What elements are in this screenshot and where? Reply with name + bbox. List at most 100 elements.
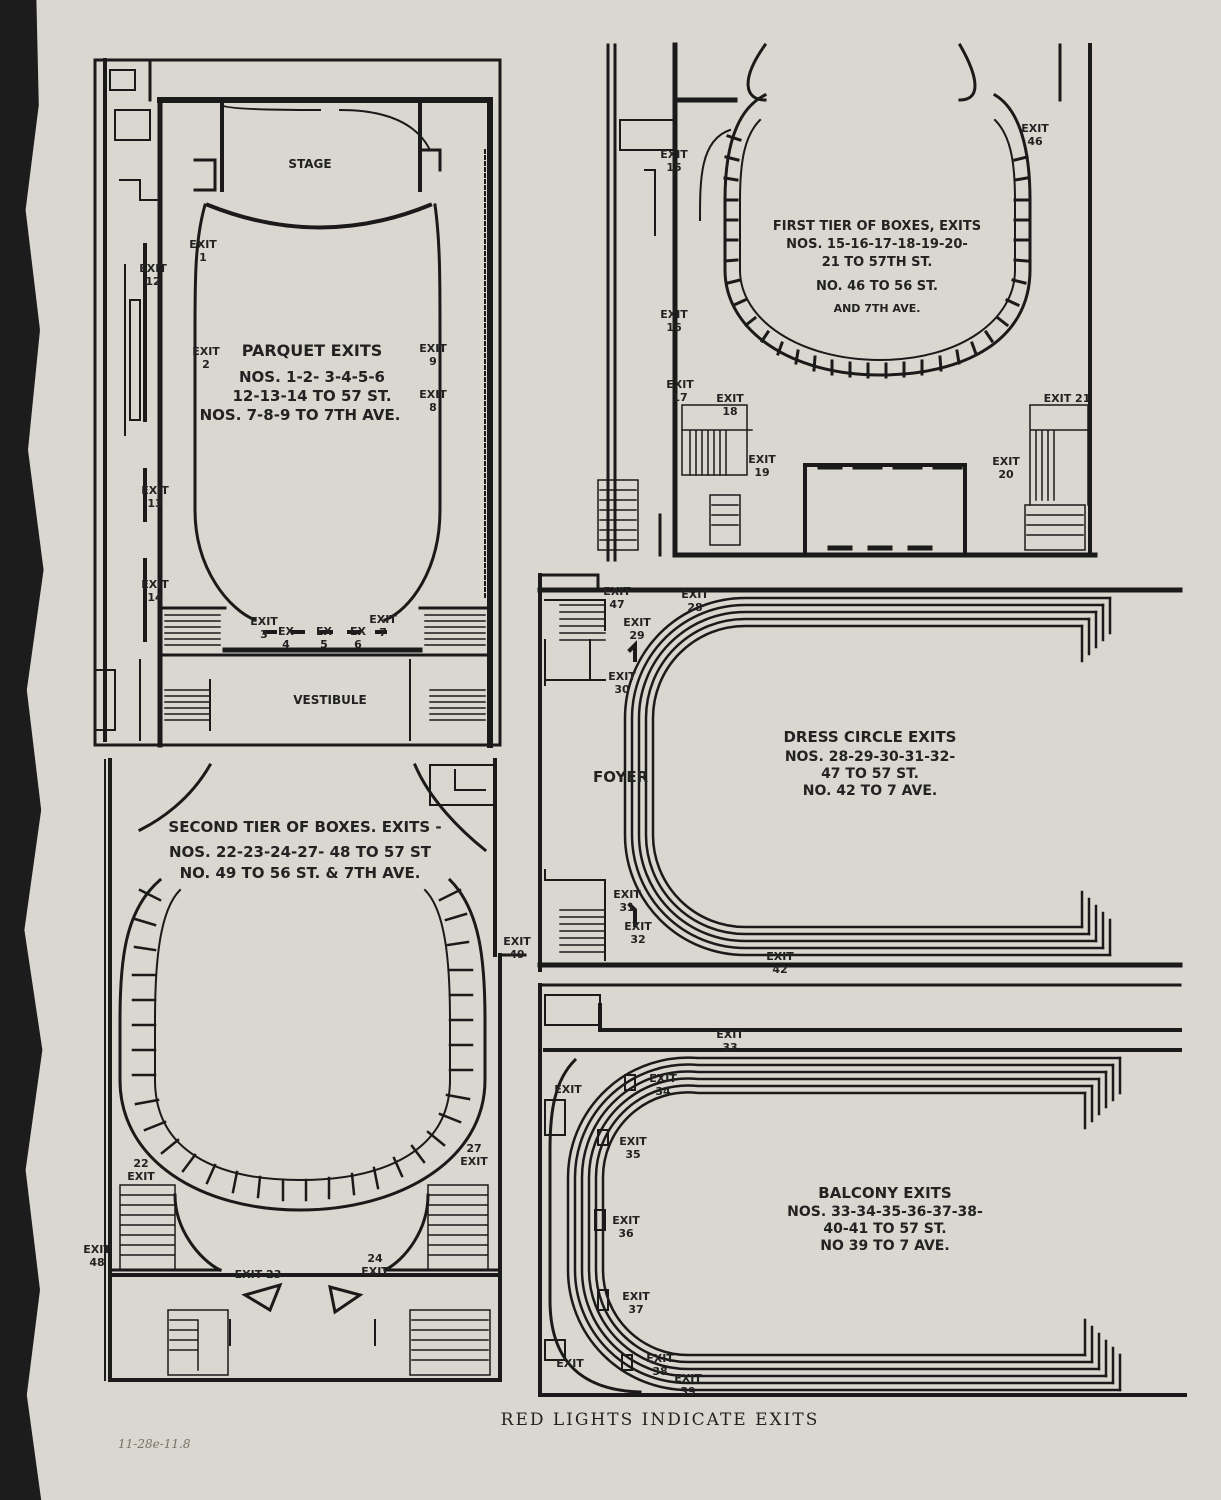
dress-circle-line1: DRESS CIRCLE EXITS (783, 728, 956, 746)
exit-label-e47-number: 47 (609, 598, 624, 611)
exit-label-e6: EX (350, 625, 367, 638)
exit-label-e39: EXIT (674, 1372, 702, 1385)
exit-label-e18-number: 18 (722, 405, 737, 418)
balcony-tier-row (566, 1056, 1122, 1392)
exit-label-e38-number: 38 (652, 1365, 667, 1378)
program-page (24, 0, 1221, 1500)
first-tier-line4: NO. 46 TO 56 ST. (816, 279, 938, 294)
exit-label-e36: EXIT (612, 1214, 640, 1227)
dress-circle-line4: NO. 42 TO 7 AVE. (803, 783, 937, 799)
exit-label-e32-number: 32 (630, 933, 645, 946)
exit-label-e37-number: 37 (628, 1303, 643, 1316)
exit-label-e48-number: 48 (89, 1256, 104, 1269)
exit-label-e24-number: EXIT (361, 1265, 389, 1278)
second-tier-line3: NO. 49 TO 56 ST. & 7TH AVE. (180, 864, 421, 882)
exit-label-e14-number: 14 (147, 591, 163, 604)
exit-label-e20: EXIT (992, 455, 1020, 468)
balcony-tier-row (587, 1077, 1101, 1371)
exit-label-e4: EX (278, 625, 295, 638)
exit-label-eBot: EXIT (556, 1357, 584, 1370)
second-tier-line1: SECOND TIER OF BOXES. EXITS - (168, 818, 441, 836)
exit-label-e12: EXIT (139, 262, 167, 275)
exit-label-e8: EXIT (419, 388, 447, 401)
exit-label-e30: EXIT (608, 670, 636, 683)
exit-label-e48: EXIT (83, 1243, 111, 1256)
exit-label-e33-number: 33 (722, 1041, 737, 1054)
exit-label-e30-number: 30 (614, 683, 630, 696)
dress-circle-plan (537, 573, 1183, 972)
exit-label-e28: EXIT (681, 588, 709, 601)
exit-label-e9-number: 9 (429, 355, 437, 368)
exit-label-e14: EXIT (141, 578, 169, 591)
handwritten-annotation: 11-28e-11.8 (118, 1437, 191, 1451)
first-tier-line5: AND 7TH AVE. (834, 302, 921, 315)
balcony-line4: NO 39 TO 7 AVE. (820, 1238, 949, 1254)
exit-label-e23: EXIT 23 (235, 1268, 282, 1281)
exit-label-e42: EXIT (766, 950, 794, 963)
exit-label-e15-number: 15 (666, 161, 681, 174)
exit-label-e12-number: 12 (145, 275, 160, 288)
exit-label-eTop: EXIT (554, 1083, 582, 1096)
exit-label-e46: EXIT (1021, 122, 1049, 135)
exit-label-e5: EX (316, 625, 333, 638)
exit-label-e2-number: 2 (202, 358, 210, 371)
exit-label-e28-number: 28 (687, 601, 702, 614)
exit-label-e46-number: 46 (1027, 135, 1043, 148)
exit-label-e35-number: 35 (625, 1148, 640, 1161)
balcony-tier-row (580, 1070, 1108, 1378)
exit-label-e31-number: 31 (619, 901, 634, 914)
stage-label: STAGE (288, 157, 331, 171)
exit-label-e29: EXIT (623, 616, 651, 629)
second-tier-plan (104, 758, 527, 1382)
vestibule-label: VESTIBULE (293, 693, 367, 707)
exit-label-e37: EXIT (622, 1290, 650, 1303)
exit-label-e4-number: 4 (282, 638, 290, 651)
dress-circle-tier-row (630, 603, 1105, 950)
exit-label-e17: EXIT (666, 378, 694, 391)
balcony-tier-row (594, 1084, 1094, 1364)
exit-label-e34: EXIT (649, 1072, 677, 1085)
exit-label-e24: 24 (367, 1252, 383, 1265)
parquet-line1: NOS. 1-2- 3-4-5-6 (239, 368, 385, 386)
exit-label-e3: EXIT (250, 615, 278, 628)
exit-label-e27: 27 (466, 1142, 481, 1155)
exit-label-e42-number: 42 (772, 963, 787, 976)
exit-label-e34-number: 34 (655, 1085, 671, 1098)
balcony-line3: 40-41 TO 57 ST. (823, 1221, 946, 1237)
exit-label-e7: EXIT (369, 613, 397, 626)
exit-label-e1-number: 1 (199, 251, 207, 264)
exit-label-e32: EXIT (624, 920, 652, 933)
dress-circle-tier-row (644, 617, 1091, 936)
exit-label-e1: EXIT (189, 238, 217, 251)
exit-label-e15: EXIT (660, 148, 688, 161)
exit-label-e29-number: 29 (629, 629, 644, 642)
dress-circle-tier-row (637, 610, 1098, 943)
parquet-plan (93, 58, 502, 748)
exit-label-e13: EXIT (141, 484, 169, 497)
balcony-line1: BALCONY EXITS (818, 1184, 951, 1202)
first-tier-line2: NOS. 15-16-17-18-19-20- (786, 237, 968, 252)
exit-label-e6-number: 6 (354, 638, 362, 651)
second-tier-line2: NOS. 22-23-24-27- 48 TO 57 ST (169, 843, 432, 861)
dress-circle-line3: 47 TO 57 ST. (821, 766, 919, 782)
exit-label-e21: EXIT 21 (1044, 392, 1091, 405)
first-tier-plan (597, 42, 1098, 562)
parquet-title: PARQUET EXITS (242, 341, 383, 360)
dress-circle-tier-row (623, 596, 1112, 957)
first-tier-line1: FIRST TIER OF BOXES, EXITS (773, 219, 981, 234)
exit-label-e27-number: EXIT (460, 1155, 488, 1168)
exit-label-e35: EXIT (619, 1135, 647, 1148)
exit-label-e22-number: EXIT (127, 1170, 155, 1183)
exit-label-e22: 22 (133, 1157, 148, 1170)
exit-label-e18: EXIT (716, 392, 744, 405)
balcony-tier-row (573, 1063, 1115, 1385)
exit-label-e16-number: 16 (666, 321, 682, 334)
exit-label-e49: EXIT (503, 935, 531, 948)
dress-circle-line2: NOS. 28-29-30-31-32- (785, 749, 956, 765)
exit-label-e8-number: 8 (429, 401, 437, 414)
dress-circle-tier-row (651, 624, 1084, 929)
balcony-plan (538, 983, 1187, 1397)
balcony-line2: NOS. 33-34-35-36-37-38- (787, 1204, 983, 1220)
exit-label-e33: EXIT (716, 1028, 744, 1041)
exit-label-e5-number: 5 (320, 638, 328, 651)
